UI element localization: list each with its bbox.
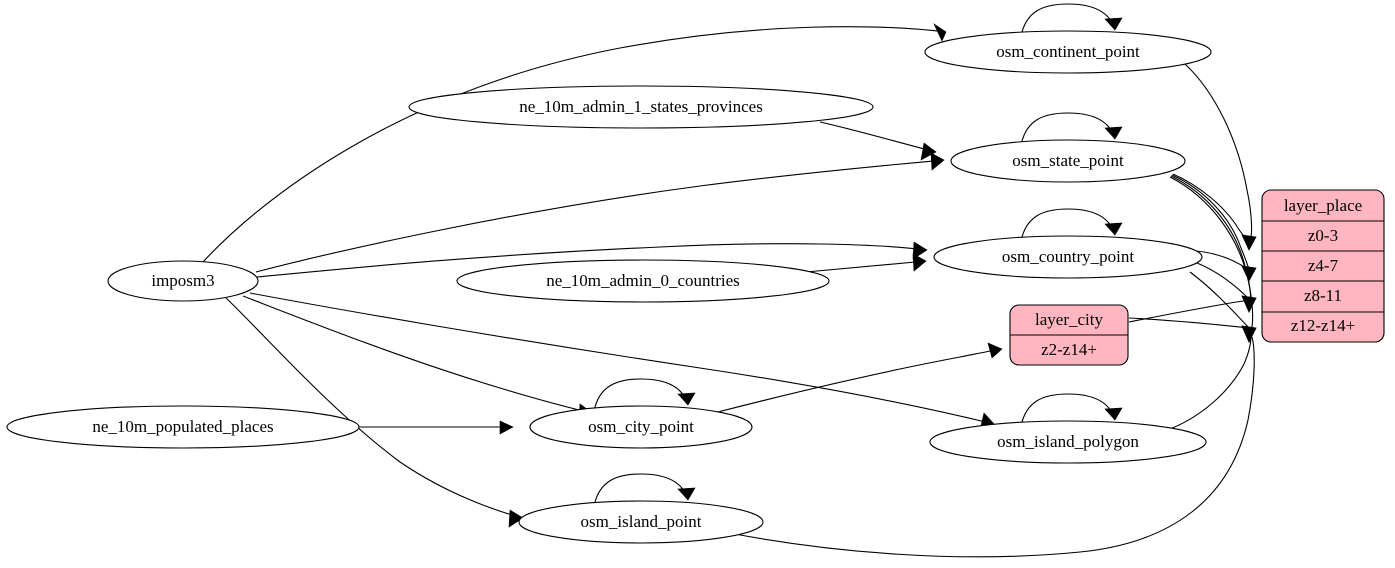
edge-osm_city_point-to-layer_city-z2_z14 bbox=[709, 342, 1003, 415]
edge-imposm3-to-osm_state_point bbox=[255, 152, 945, 273]
edge-layer_city-to-layer_place-z8_11 bbox=[1128, 295, 1257, 323]
edge-self-loop-osm_city_point bbox=[593, 378, 696, 412]
record-layer-city-row-0[interactable]: z2-z14+ bbox=[1041, 340, 1097, 359]
record-layer-place-row-2[interactable]: z8-11 bbox=[1304, 286, 1342, 305]
record-layer-city-title: layer_city bbox=[1035, 310, 1103, 329]
edge-osm_state_point-to-layer_place-z0_3 bbox=[1172, 173, 1257, 251]
node-imposm3-label: imposm3 bbox=[151, 271, 214, 290]
edge-self-loop-osm_country_point bbox=[1020, 208, 1123, 242]
record-node-layer-city[interactable]: layer_city z2-z14+ bbox=[1009, 304, 1129, 366]
node-osm-island-point[interactable]: osm_island_point bbox=[518, 500, 764, 544]
node-ne-countries-label: ne_10m_admin_0_countries bbox=[546, 271, 740, 290]
node-osm-island-polygon-label: osm_island_polygon bbox=[997, 432, 1139, 451]
record-layer: layer_city z2-z14+ layer_place z0-3 z4-7… bbox=[1009, 189, 1385, 366]
edge-ne_countries-to-osm_country_point bbox=[805, 253, 927, 273]
node-osm-state-point-label: osm_state_point bbox=[1012, 151, 1124, 170]
record-layer-place-row-1[interactable]: z4-7 bbox=[1308, 256, 1339, 275]
node-ne-10m-populated-places[interactable]: ne_10m_populated_places bbox=[6, 405, 360, 449]
edge-imposm3-to-osm_continent_point bbox=[202, 23, 947, 263]
edge-self-loop-osm_state_point bbox=[1020, 112, 1123, 146]
edge-ne_states-to-osm_state_point bbox=[819, 121, 937, 161]
edge-osm_country_point-to-layer_place-z4_7 bbox=[1195, 250, 1257, 282]
edge-imposm3-to-osm_island_point bbox=[225, 297, 524, 528]
record-layer-place-row-0[interactable]: z0-3 bbox=[1308, 226, 1338, 245]
node-layer: imposm3 ne_10m_admin_1_states_provinces … bbox=[6, 30, 1212, 544]
edge-osm_continent_point-to-layer_place-z0_3 bbox=[1184, 63, 1257, 251]
node-osm-continent-point-label: osm_continent_point bbox=[996, 42, 1140, 61]
record-node-layer-place[interactable]: layer_place z0-3 z4-7 z8-11 z12-z14+ bbox=[1261, 189, 1385, 343]
edge-imposm3-to-osm_country_point bbox=[256, 241, 928, 278]
node-osm-island-point-label: osm_island_point bbox=[581, 512, 702, 531]
edge-layer_city-to-layer_place-z12_z14 bbox=[1128, 317, 1257, 343]
record-layer-place-title: layer_place bbox=[1284, 196, 1362, 215]
node-osm-state-point[interactable]: osm_state_point bbox=[950, 139, 1186, 183]
node-osm-continent-point[interactable]: osm_continent_point bbox=[924, 30, 1212, 74]
node-osm-island-polygon[interactable]: osm_island_polygon bbox=[929, 420, 1207, 464]
node-ne-10m-admin-1-states-provinces[interactable]: ne_10m_admin_1_states_provinces bbox=[408, 85, 874, 129]
edge-osm_island_point-to-layer_place-z12_z14 bbox=[734, 325, 1257, 558]
node-osm-city-point-label: osm_city_point bbox=[588, 417, 694, 436]
edge-self-loop-osm_continent_point bbox=[1020, 3, 1123, 37]
node-osm-country-point-label: osm_country_point bbox=[1002, 247, 1134, 266]
node-ne-populated-label: ne_10m_populated_places bbox=[92, 417, 273, 436]
node-ne-10m-admin-0-countries[interactable]: ne_10m_admin_0_countries bbox=[456, 259, 830, 303]
edge-ne_populated-to-osm_city_point bbox=[359, 420, 514, 435]
edge-imposm3-to-osm_city_point bbox=[242, 295, 593, 422]
edge-osm_island_polygon-to-layer_place-z12_z14 bbox=[1169, 325, 1257, 430]
node-osm-country-point[interactable]: osm_country_point bbox=[933, 235, 1203, 279]
edge-self-loop-osm_island_point bbox=[593, 473, 696, 507]
node-imposm3[interactable]: imposm3 bbox=[107, 260, 259, 302]
node-osm-city-point[interactable]: osm_city_point bbox=[529, 405, 753, 449]
node-ne-states-label: ne_10m_admin_1_states_provinces bbox=[519, 97, 763, 116]
edge-self-loop-osm_island_polygon bbox=[1020, 393, 1123, 427]
record-layer-place-row-3[interactable]: z12-z14+ bbox=[1291, 316, 1355, 335]
